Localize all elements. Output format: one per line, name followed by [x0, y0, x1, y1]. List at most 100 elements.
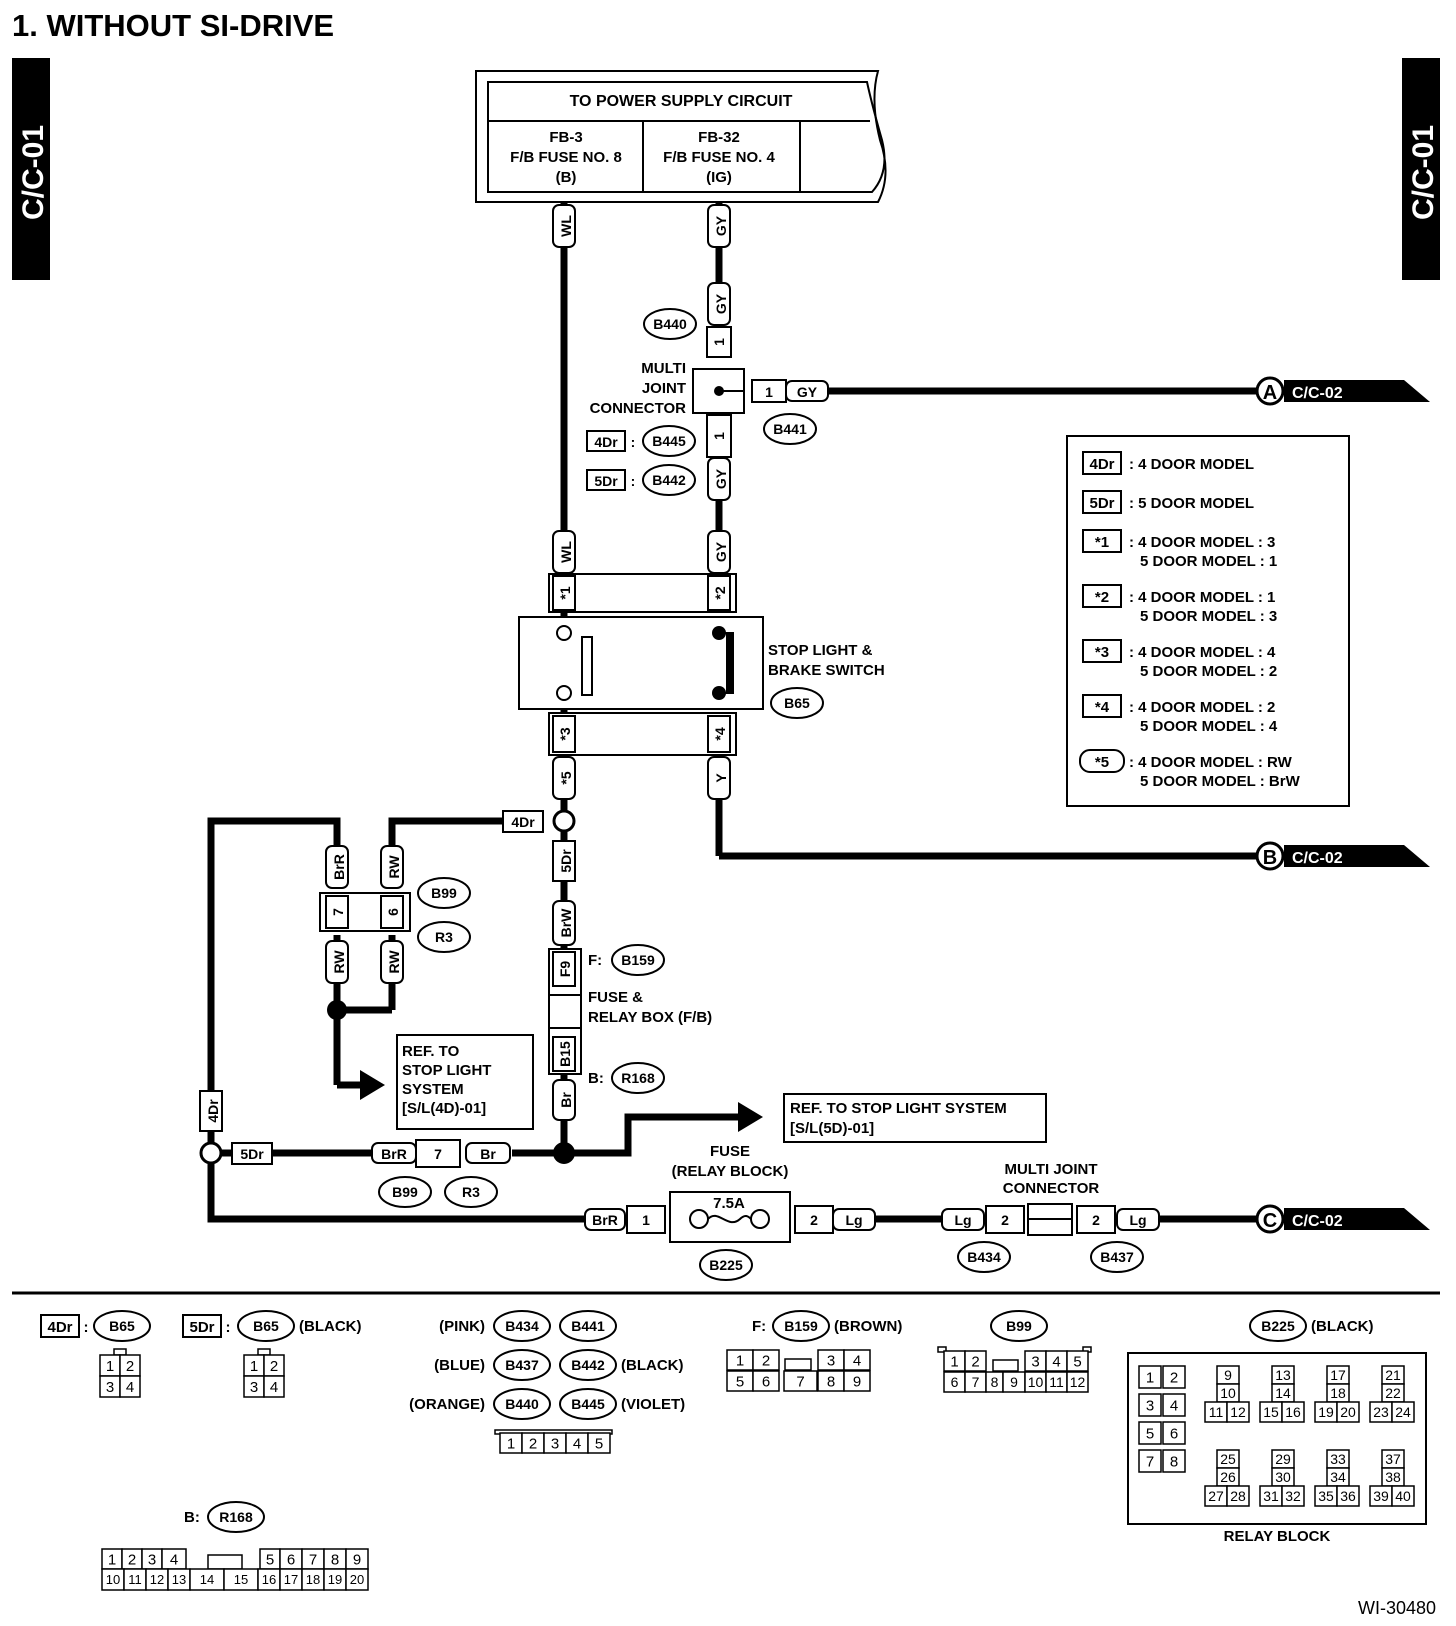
svg-text:C/C-02: C/C-02 — [1292, 385, 1343, 402]
connector-b442: B442 — [642, 464, 696, 496]
svg-text:4Dr: 4Dr — [511, 814, 535, 830]
svg-text:1: 1 — [950, 1353, 958, 1370]
pin-b225-18: 18 — [1326, 1383, 1350, 1403]
pin-b225-4: 4 — [1162, 1393, 1186, 1417]
pin-b440-3: 3 — [543, 1432, 567, 1454]
svg-text:R168: R168 — [621, 1070, 655, 1086]
svg-text:C/C-01: C/C-01 — [17, 125, 50, 220]
pin-r168-1: 1 — [101, 1548, 123, 1570]
pin-r168-11: 11 — [123, 1568, 147, 1591]
pin-r168-14: 14 — [189, 1568, 225, 1591]
svg-text:1: 1 — [507, 1435, 515, 1452]
svg-text:B65: B65 — [253, 1318, 279, 1334]
svg-text:4: 4 — [270, 1379, 278, 1396]
svg-text:38: 38 — [1385, 1469, 1401, 1485]
pin-b159-2: 2 — [752, 1349, 780, 1371]
output-c: C C/C-02 — [1255, 1204, 1430, 1234]
connector-b445: B445 — [642, 425, 696, 457]
pin-b440-1: 1 — [499, 1432, 523, 1454]
svg-text:*5: *5 — [1095, 754, 1109, 771]
svg-text:: 5 DOOR MODEL: : 5 DOOR MODEL — [1129, 495, 1254, 512]
svg-text:1: 1 — [711, 338, 727, 346]
wire-label-rw-2: RW — [325, 940, 349, 984]
pin-b225-34: 34 — [1326, 1467, 1350, 1487]
svg-text:: 4 DOOR MODEL : 2: : 4 DOOR MODEL : 2 — [1129, 699, 1275, 716]
fuse2-line3: (IG) — [706, 169, 732, 186]
svg-text:31: 31 — [1263, 1488, 1279, 1504]
svg-text:(BLACK): (BLACK) — [1311, 1318, 1373, 1335]
svg-text:B99: B99 — [431, 885, 457, 901]
pin-r168-16: 16 — [257, 1568, 281, 1591]
svg-text:7: 7 — [1146, 1453, 1154, 1470]
tag-5dr-b442: 5Dr : — [586, 469, 635, 491]
svg-text:B442: B442 — [571, 1357, 605, 1373]
svg-text:30: 30 — [1275, 1469, 1291, 1485]
svg-text:C/C-02: C/C-02 — [1292, 850, 1343, 867]
svg-text:5 DOOR MODEL : 3: 5 DOOR MODEL : 3 — [1140, 608, 1277, 625]
pin-b225-28: 28 — [1226, 1485, 1250, 1507]
svg-text:RW: RW — [386, 950, 402, 974]
svg-text:26: 26 — [1220, 1469, 1236, 1485]
pin-r168-19: 19 — [323, 1568, 347, 1591]
svg-text:2: 2 — [128, 1551, 136, 1568]
pin-b225-15: 15 — [1259, 1401, 1283, 1423]
pin-b99-6: 6 — [943, 1371, 966, 1393]
svg-text:1: 1 — [1146, 1369, 1154, 1386]
connector-b99-r3-horizontal: BrR 7 Br — [371, 1139, 511, 1168]
connector-r3-top: R3 — [417, 921, 471, 953]
svg-text:5Dr: 5Dr — [558, 849, 574, 873]
svg-text:BrR: BrR — [381, 1146, 407, 1162]
pin-b225-32: 32 — [1281, 1485, 1305, 1507]
pin-b225-8: 8 — [1162, 1449, 1186, 1473]
svg-text:7: 7 — [434, 1146, 442, 1162]
svg-text:GY: GY — [713, 293, 729, 314]
connector-b65: B65 — [770, 687, 824, 719]
svg-text:12: 12 — [1070, 1374, 1086, 1390]
pin-key-b99 — [992, 1359, 1019, 1372]
pin-b65-4dr-1: 1 — [99, 1354, 121, 1377]
pin-r168-2: 2 — [121, 1548, 143, 1570]
svg-text:: 4 DOOR MODEL : 3: : 4 DOOR MODEL : 3 — [1129, 534, 1275, 551]
svg-text:B: B — [1263, 847, 1277, 869]
svg-text:B65: B65 — [784, 695, 810, 711]
svg-text:3: 3 — [250, 1379, 258, 1396]
pin-key-b99-left — [937, 1346, 947, 1353]
svg-text:34: 34 — [1330, 1469, 1346, 1485]
pin-b65-4dr-2: 2 — [119, 1354, 141, 1377]
pin-b225-36: 36 — [1336, 1485, 1360, 1507]
svg-text:5: 5 — [736, 1373, 744, 1390]
svg-text:B437: B437 — [1100, 1249, 1134, 1265]
svg-text:1: 1 — [711, 432, 727, 440]
svg-text:4: 4 — [1052, 1353, 1060, 1370]
fuse-relay-block: FUSE (RELAY BLOCK) BrR 1 7.5A 2 Lg — [584, 1143, 876, 1243]
svg-text:*5: *5 — [558, 771, 574, 784]
svg-text:4Dr: 4Dr — [1089, 456, 1114, 473]
pin-b225-33: 33 — [1326, 1449, 1350, 1469]
svg-text:1: 1 — [642, 1212, 650, 1228]
svg-text:B99: B99 — [1006, 1318, 1032, 1334]
pin-b159-1: 1 — [726, 1349, 754, 1371]
fuse2-line2: F/B FUSE NO. 4 — [663, 149, 775, 166]
svg-text:BrR: BrR — [592, 1212, 618, 1228]
connector-b437: B437 — [1090, 1241, 1144, 1273]
pin-b225-26: 26 — [1216, 1467, 1240, 1487]
svg-text:13: 13 — [172, 1572, 186, 1587]
svg-text:5Dr: 5Dr — [1089, 495, 1114, 512]
pin-b440-2: 2 — [521, 1432, 545, 1454]
svg-text:15: 15 — [234, 1572, 248, 1587]
pin-key-r168 — [207, 1554, 243, 1570]
svg-text:2: 2 — [810, 1212, 818, 1228]
svg-text:*1: *1 — [1095, 534, 1109, 551]
pin-r168-4: 4 — [161, 1548, 187, 1570]
svg-text:4: 4 — [853, 1352, 861, 1369]
output-b: B C/C-02 — [1255, 841, 1430, 871]
pin-b225-24: 24 — [1391, 1401, 1415, 1423]
pin-b440-5: 5 — [587, 1432, 611, 1454]
view-b159: F: B159 (BROWN) — [752, 1310, 902, 1342]
svg-text:10: 10 — [1220, 1385, 1236, 1401]
svg-text:REF. TO STOP LIGHT SYSTEM: REF. TO STOP LIGHT SYSTEM — [790, 1100, 1007, 1117]
svg-text:14: 14 — [200, 1572, 214, 1587]
ref-stop-light-5d: REF. TO STOP LIGHT SYSTEM [S/L(5D)-01] — [783, 1093, 1047, 1143]
svg-text:B434: B434 — [505, 1318, 539, 1334]
svg-text:FUSE &: FUSE & — [588, 989, 643, 1006]
